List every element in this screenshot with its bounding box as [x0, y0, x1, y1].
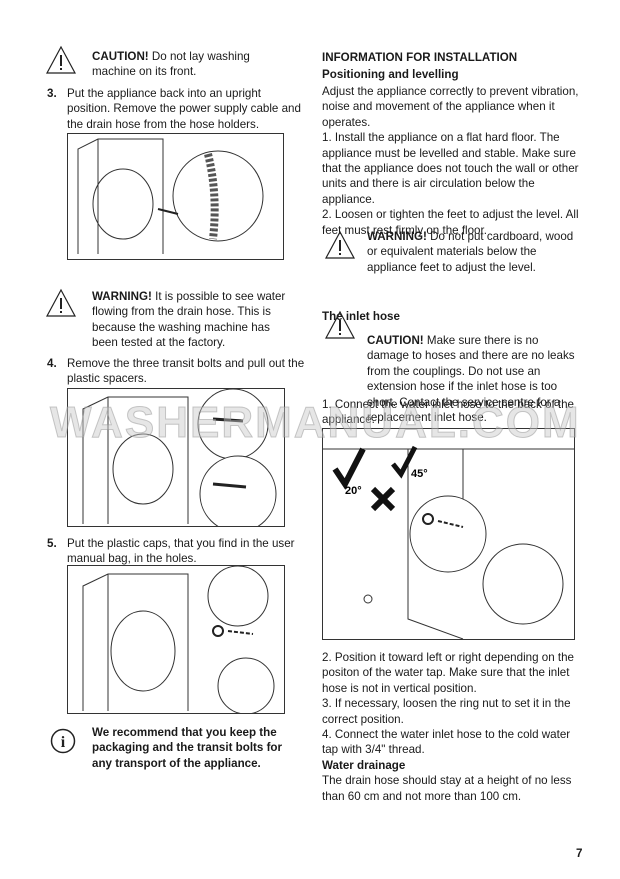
step-number: 4.	[47, 357, 57, 370]
step-number: 5.	[47, 537, 57, 550]
figure-transit-bolts	[67, 388, 285, 527]
info-note: We recommend that you keep the packaging…	[92, 726, 283, 770]
water-drainage-text: The drain hose should stay at a height o…	[322, 774, 572, 803]
caution-label: CAUTION!	[92, 50, 149, 63]
caution-hose-note: CAUTION! Make sure there is no damage to…	[367, 333, 582, 425]
info-icon: i	[50, 728, 76, 754]
angle-20-label: 20°	[345, 485, 362, 497]
svg-text:i: i	[61, 734, 66, 751]
inlet-hose-title: The inlet hose	[322, 310, 400, 323]
caution-label: CAUTION!	[367, 334, 424, 347]
figure-plastic-caps	[67, 565, 285, 714]
warning-water-note: WARNING! It is possible to see water flo…	[92, 289, 292, 351]
warning-triangle-icon	[45, 288, 77, 317]
step-5-text: Put the plastic caps, that you find in t…	[67, 537, 295, 566]
inlet-step-4: 4. Connect the water inlet hose to the c…	[322, 728, 571, 757]
step-3-text: Put the appliance back into an upright p…	[67, 87, 301, 131]
inlet-instructions: 2. Position it toward left or right depe…	[322, 650, 582, 804]
positioning-title: Positioning and levelling	[322, 68, 459, 81]
caution-text: Do not lay washing machine on its front.	[92, 50, 250, 79]
warning-text: Do not put cardboard, wood or equivalent…	[367, 230, 574, 274]
caution-text: Make sure there is no damage to hoses an…	[367, 334, 575, 425]
warning-triangle-icon	[324, 310, 356, 339]
inlet-step-2: 2. Position it toward left or right depe…	[322, 651, 574, 695]
page-number: 7	[576, 847, 583, 860]
step-4-text: Remove the three transit bolts and pull …	[67, 357, 305, 386]
section-heading: INFORMATION FOR INSTALLATION	[322, 51, 518, 64]
figure-inlet-hose: 20° 45°	[322, 428, 575, 640]
warning-text: It is possible to see water flowing from…	[92, 290, 286, 350]
water-drainage-title: Water drainage	[322, 758, 406, 772]
warning-triangle-icon	[324, 230, 356, 259]
warning-label: WARNING!	[92, 290, 152, 303]
inlet-step-1: 1. Connect the water inlet hose to the b…	[322, 398, 574, 427]
warning-feet-note: WARNING! Do not put cardboard, wood or e…	[367, 229, 582, 275]
caution-front-note: CAUTION! Do not lay washing machine on i…	[92, 49, 282, 80]
inlet-step-3: 3. If necessary, loosen the ring nut to …	[322, 697, 571, 726]
angle-45-label: 45°	[411, 468, 428, 480]
positioning-body: Adjust the appliance correctly to preven…	[322, 84, 582, 238]
positioning-intro: Adjust the appliance correctly to preven…	[322, 85, 579, 129]
step-number: 3.	[47, 87, 57, 100]
positioning-step-1: 1. Install the appliance on a flat hard …	[322, 131, 579, 206]
warning-label: WARNING!	[367, 230, 427, 243]
warning-triangle-icon	[45, 45, 77, 74]
positioning-step-2: 2. Loosen or tighten the feet to adjust …	[322, 208, 579, 237]
figure-remove-hose	[67, 133, 284, 260]
